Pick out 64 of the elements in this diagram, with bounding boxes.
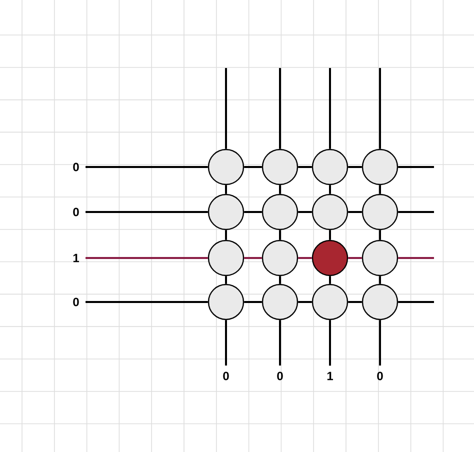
circle-node (262, 284, 298, 320)
wire (86, 211, 208, 213)
wire (298, 211, 312, 213)
wire (86, 300, 208, 303)
wire (398, 300, 434, 303)
wire (348, 211, 362, 213)
wire (279, 68, 281, 149)
wire (279, 320, 281, 366)
wire (379, 68, 381, 149)
wire (225, 230, 227, 240)
wire (244, 300, 262, 303)
wire (225, 320, 227, 366)
bit-label: 1 (327, 372, 333, 380)
circle-node (312, 240, 348, 276)
circle-node (208, 194, 244, 230)
bit-label: 0 (377, 372, 383, 380)
wire (244, 166, 262, 168)
circle-node (362, 194, 398, 230)
circle-node (208, 284, 244, 320)
wire (298, 166, 312, 168)
wire (225, 185, 227, 194)
circle-node (208, 240, 244, 276)
bit-label: 0 (223, 372, 229, 380)
wire (329, 320, 331, 366)
wire (225, 276, 227, 284)
wire (379, 276, 381, 284)
wire (244, 211, 262, 213)
bit-label: 0 (73, 162, 79, 172)
circle-node (262, 240, 298, 276)
wire (298, 300, 312, 303)
wire (86, 166, 208, 168)
wire (279, 276, 281, 284)
wire (225, 68, 227, 149)
bit-label: 1 (73, 254, 79, 262)
wire (348, 300, 362, 303)
wire (379, 230, 381, 240)
wire (379, 320, 381, 366)
circle-node (208, 148, 244, 186)
wire (279, 185, 281, 194)
wire (379, 185, 381, 194)
circle-node (312, 194, 348, 230)
circle-node (362, 240, 398, 276)
wire (329, 276, 331, 284)
bit-label: 0 (277, 372, 283, 380)
wire (244, 256, 262, 259)
wire (348, 256, 362, 259)
wire (398, 256, 434, 259)
circle-node (312, 284, 348, 320)
wire (329, 230, 331, 240)
wire (348, 166, 362, 168)
wire (329, 185, 331, 194)
circle-node (362, 148, 398, 186)
wire (298, 256, 312, 259)
wire (398, 211, 434, 213)
wire (279, 230, 281, 240)
bit-label: 0 (73, 208, 79, 216)
bit-label: 0 (73, 298, 79, 306)
circle-node (312, 148, 348, 186)
circle-node (262, 148, 298, 186)
wire (86, 256, 208, 259)
circle-node (262, 194, 298, 230)
wire (329, 68, 331, 149)
circle-node (362, 284, 398, 320)
wire (398, 166, 434, 168)
